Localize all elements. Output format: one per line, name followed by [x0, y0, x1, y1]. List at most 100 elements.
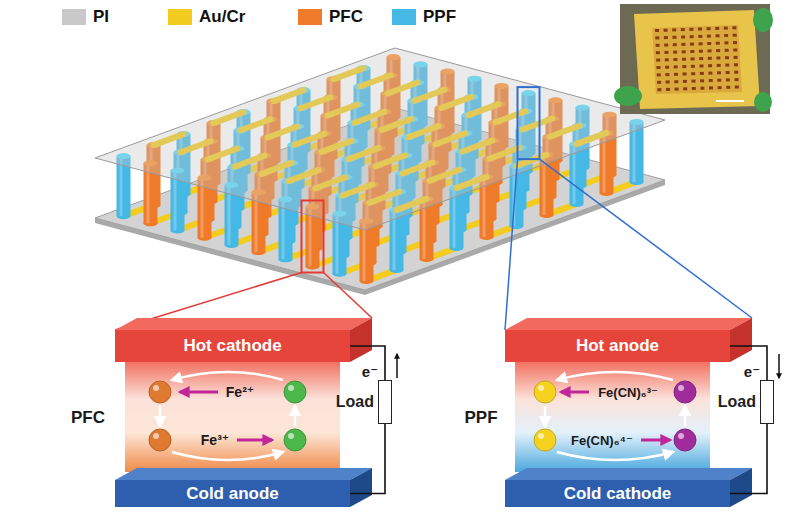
load-resistor: Load — [378, 380, 392, 424]
photo-dot — [655, 36, 659, 39]
thermocell-array — [95, 48, 665, 295]
photo-dot — [656, 59, 660, 62]
cycle-arrow — [557, 452, 673, 460]
ion-label: Fe³⁺ — [201, 432, 229, 448]
legend-text: PPF — [423, 7, 456, 27]
plate-side-face — [730, 468, 752, 507]
legend-item: PFC — [298, 7, 363, 27]
cell-panel — [115, 318, 397, 507]
plate-top-face — [115, 468, 372, 480]
photo-dot — [708, 72, 712, 75]
photo-dot — [708, 57, 712, 60]
photo-dot — [691, 57, 695, 60]
label-holder: e⁻ — [744, 363, 760, 381]
electron-label: e⁻ — [744, 363, 760, 381]
load-label: Load — [718, 393, 756, 411]
photo-dot — [657, 73, 661, 76]
electron-label: e⁻ — [362, 363, 378, 381]
cold-electrode: Cold anode — [115, 480, 350, 507]
photo-dot — [734, 56, 738, 59]
photo-inset — [614, 4, 773, 114]
photo-dot — [734, 63, 738, 66]
plate-side-face — [350, 468, 372, 507]
photo-dot — [690, 50, 694, 53]
photo-dot — [682, 65, 686, 68]
photo-dot — [733, 34, 737, 37]
label-holder: Fe(CN)₆⁴⁻ — [571, 433, 633, 448]
photo-dot — [666, 81, 670, 84]
reaction-arrow — [237, 439, 272, 442]
wire — [350, 346, 385, 380]
electrolyte — [125, 360, 340, 472]
reaction-arrow — [561, 391, 589, 394]
ion-shine — [538, 433, 544, 439]
photo-dot — [716, 34, 720, 37]
electron-arrow — [396, 354, 398, 378]
photo-dot — [673, 43, 677, 46]
photo-dot — [698, 28, 702, 31]
photo-dot — [665, 73, 669, 76]
hot-electrode: Hot anode — [505, 330, 730, 362]
ion — [149, 429, 171, 451]
photo-dot — [707, 35, 711, 38]
ion-label: Fe(CN)₆³⁻ — [598, 385, 658, 400]
photo-dot — [718, 86, 722, 89]
reaction-arrow — [641, 439, 670, 442]
label-holder: Fe³⁺ — [201, 432, 229, 448]
photo-dot — [700, 72, 704, 75]
photo-dot — [673, 58, 677, 61]
photo-dot — [717, 64, 721, 67]
plate-side-face — [350, 318, 372, 362]
ion-shine — [288, 433, 294, 439]
photo-dot — [674, 65, 678, 68]
legend-swatch — [392, 9, 416, 25]
cold-electrode: Cold cathode — [505, 480, 730, 507]
photo-dot — [717, 79, 721, 82]
photo-dot — [665, 51, 669, 54]
ion-shine — [153, 385, 159, 391]
ion — [284, 381, 306, 403]
glove — [614, 86, 642, 106]
cell-panel — [505, 318, 779, 507]
photo-dot — [665, 66, 669, 69]
photo-dot — [691, 72, 695, 75]
cycle-arrow — [684, 406, 687, 426]
photo-dot — [700, 79, 704, 82]
label-holder: e⁻ — [362, 363, 378, 381]
load-label-holder: Load — [718, 393, 756, 411]
ion-shine — [153, 433, 159, 439]
glove — [753, 8, 773, 32]
photo-dot — [707, 42, 711, 45]
photo-dot — [734, 71, 738, 74]
photo-dot — [692, 80, 696, 83]
photo-dot — [725, 49, 729, 52]
photo-dot — [725, 64, 729, 67]
zoom-box — [518, 87, 540, 159]
photo-dot — [699, 50, 703, 53]
photo-dot — [683, 87, 687, 90]
cycle-arrow — [294, 406, 297, 426]
photo-dot — [664, 36, 668, 39]
zoom-line — [505, 159, 518, 330]
photo-dot — [725, 56, 729, 59]
photo-dot — [681, 28, 685, 31]
photo-dot — [716, 49, 720, 52]
photo-dot — [674, 80, 678, 83]
photo-dot — [709, 79, 713, 82]
photo-dot — [664, 44, 668, 47]
plate-top-face — [505, 468, 752, 480]
ion-label: Fe²⁺ — [226, 384, 254, 400]
photo-dot — [674, 73, 678, 76]
label-holder: PPF — [464, 408, 497, 428]
photo-dot — [683, 73, 687, 76]
photo-dot — [692, 87, 696, 90]
electrode-label: Hot anode — [576, 336, 659, 356]
photo-dot — [726, 78, 730, 81]
electrode-label: Cold anode — [186, 484, 279, 504]
photo-dot — [726, 71, 730, 74]
photo-dot — [700, 65, 704, 68]
electrode-label: Cold cathode — [564, 484, 672, 504]
